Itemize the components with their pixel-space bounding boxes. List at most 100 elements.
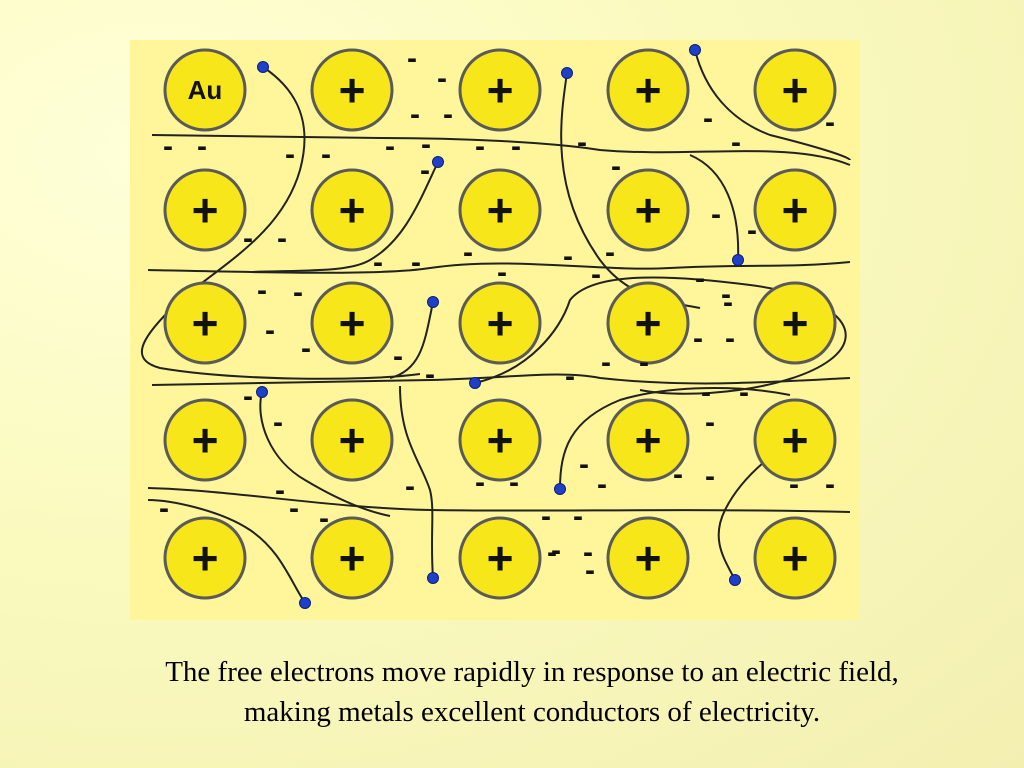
positive-ion-9: + xyxy=(606,168,690,252)
svg-text:+: + xyxy=(339,532,366,584)
positive-ion-10: + xyxy=(753,168,837,252)
free-electron: - xyxy=(695,262,705,295)
free-electron: - xyxy=(701,376,711,409)
free-electrons: ----------------------------------------… xyxy=(159,42,835,587)
free-electron: - xyxy=(497,256,507,289)
free-electron: - xyxy=(705,406,715,439)
free-electron: - xyxy=(703,102,713,135)
free-electron: - xyxy=(293,276,303,309)
caption-line-1: The free electrons move rapidly in respo… xyxy=(165,656,899,688)
caption-line-2: making metals excellent conductors of el… xyxy=(243,696,821,728)
free-electron: - xyxy=(243,222,253,255)
electron-path-14 xyxy=(559,387,791,490)
positive-ion-20: + xyxy=(753,398,837,482)
free-electron: - xyxy=(275,474,285,507)
free-electron: - xyxy=(573,500,583,533)
free-electron: - xyxy=(723,286,733,319)
svg-text:+: + xyxy=(487,297,514,349)
svg-text:+: + xyxy=(782,414,809,466)
svg-text:Au: Au xyxy=(188,75,223,105)
positive-ion-3: + xyxy=(458,48,542,132)
free-electron: - xyxy=(577,126,587,159)
free-electron: - xyxy=(265,314,275,347)
free-electron: - xyxy=(373,246,383,279)
svg-text:+: + xyxy=(782,64,809,116)
free-electron: - xyxy=(565,360,575,393)
electron-dot xyxy=(432,156,444,168)
electron-path-1 xyxy=(151,134,851,166)
svg-text:+: + xyxy=(339,297,366,349)
free-electron: - xyxy=(611,150,621,183)
positive-ion-13: + xyxy=(458,281,542,365)
free-electron: - xyxy=(605,236,615,269)
free-electron: - xyxy=(509,466,519,499)
positive-ion-25: + xyxy=(753,516,837,600)
electron-dot xyxy=(554,483,566,495)
free-electron: - xyxy=(425,358,435,391)
svg-text:+: + xyxy=(487,414,514,466)
free-electron: - xyxy=(825,106,835,139)
svg-text:+: + xyxy=(487,64,514,116)
free-electron: - xyxy=(547,536,557,569)
svg-text:+: + xyxy=(487,532,514,584)
positive-ion-14: + xyxy=(606,281,690,365)
positive-ion-22: + xyxy=(310,516,394,600)
positive-ion-8: + xyxy=(458,168,542,252)
electron-dot xyxy=(299,597,311,609)
free-electron: - xyxy=(591,258,601,291)
positive-ion-16: + xyxy=(163,398,247,482)
free-electron: - xyxy=(405,470,415,503)
free-electron: - xyxy=(437,62,447,95)
caption: The free electrons move rapidly in respo… xyxy=(62,652,1002,732)
free-electron: - xyxy=(277,222,287,255)
svg-text:+: + xyxy=(782,184,809,236)
free-electron: - xyxy=(551,534,561,567)
electron-dot xyxy=(257,61,269,73)
positive-ion-5: + xyxy=(753,48,837,132)
svg-text:+: + xyxy=(339,414,366,466)
positive-ion-21: + xyxy=(163,516,247,600)
svg-text:+: + xyxy=(635,184,662,236)
free-electron: - xyxy=(421,128,431,161)
positive-ion-2: + xyxy=(310,48,394,132)
svg-text:+: + xyxy=(192,532,219,584)
svg-text:+: + xyxy=(192,414,219,466)
free-electron: - xyxy=(285,138,295,171)
free-electron: - xyxy=(463,236,473,269)
electron-path-10 xyxy=(689,154,740,261)
free-electron: - xyxy=(319,502,329,535)
positive-ion-23: + xyxy=(458,516,542,600)
positive-ion-15: + xyxy=(753,281,837,365)
free-electron: - xyxy=(273,406,283,439)
free-electron: - xyxy=(407,42,417,75)
electron-path-3 xyxy=(151,373,851,386)
free-electron: - xyxy=(321,138,331,171)
electron-dot xyxy=(469,377,481,389)
free-electron: - xyxy=(475,130,485,163)
electron-path-6 xyxy=(389,301,434,379)
electron-path-9 xyxy=(694,49,851,161)
free-electron: - xyxy=(385,130,395,163)
free-electron: - xyxy=(243,380,253,413)
svg-text:+: + xyxy=(487,184,514,236)
free-electron: - xyxy=(511,130,521,163)
svg-text:+: + xyxy=(192,297,219,349)
free-electron: - xyxy=(585,554,595,587)
free-electron: - xyxy=(257,274,267,307)
positive-ion-7: + xyxy=(310,168,394,252)
svg-text:+: + xyxy=(635,297,662,349)
free-electron: - xyxy=(583,536,593,569)
svg-text:+: + xyxy=(192,184,219,236)
electron-dot xyxy=(561,67,573,79)
free-electron: - xyxy=(159,492,169,525)
free-electron: - xyxy=(721,278,731,311)
free-electron: - xyxy=(563,240,573,273)
electron-path-15 xyxy=(147,499,306,604)
free-electron: - xyxy=(739,376,749,409)
free-electron: - xyxy=(289,492,299,525)
electron-dot xyxy=(427,296,439,308)
positive-ion-19: + xyxy=(606,398,690,482)
free-electron: - xyxy=(693,322,703,355)
free-electron: - xyxy=(725,322,735,355)
electron-path-7 xyxy=(249,161,439,273)
